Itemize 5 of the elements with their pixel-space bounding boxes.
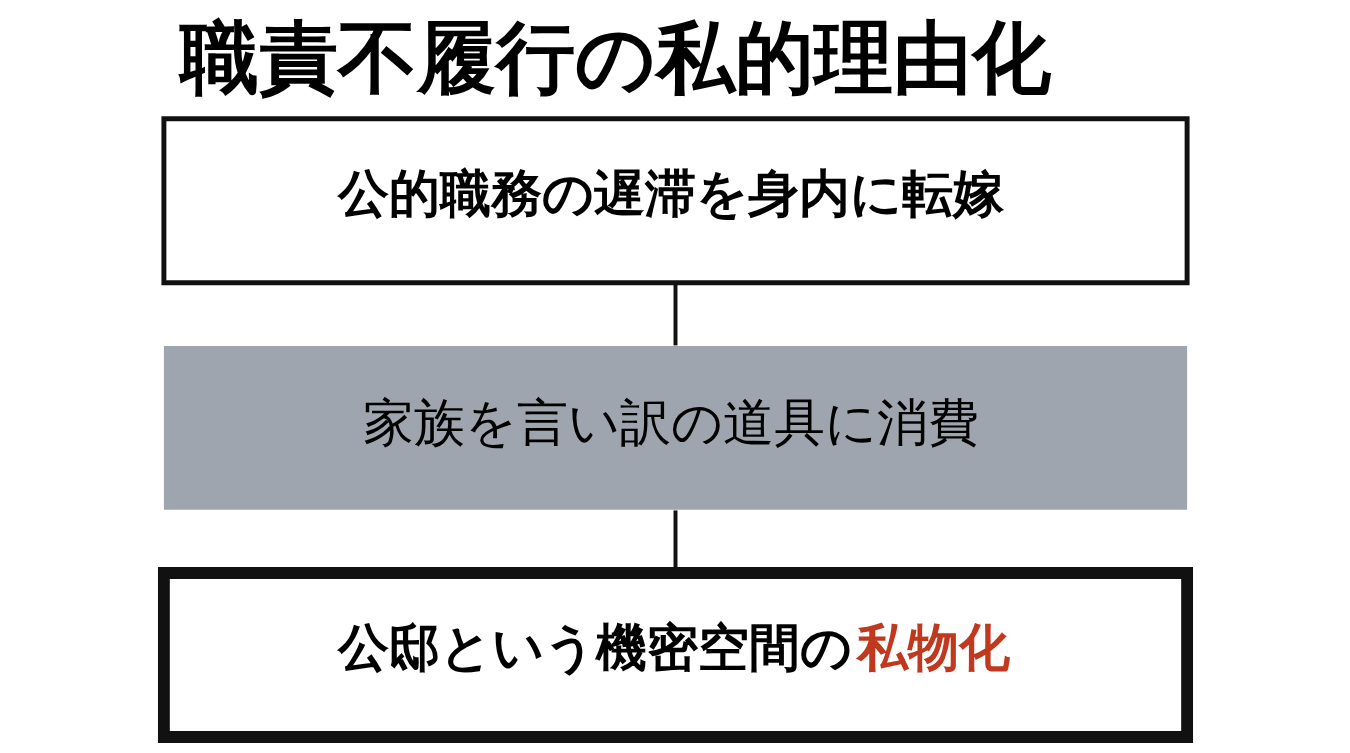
node-box: 公邸という機密空間の私物化: [157, 567, 1193, 743]
node-box: 公的職務の遅滞を身内に転嫁: [160, 116, 1190, 286]
connector: [673, 283, 677, 346]
node-box: 家族を言い訳の道具に消費: [163, 345, 1187, 510]
diagram-title: 職責不履行の私的理由化: [179, 12, 1051, 105]
